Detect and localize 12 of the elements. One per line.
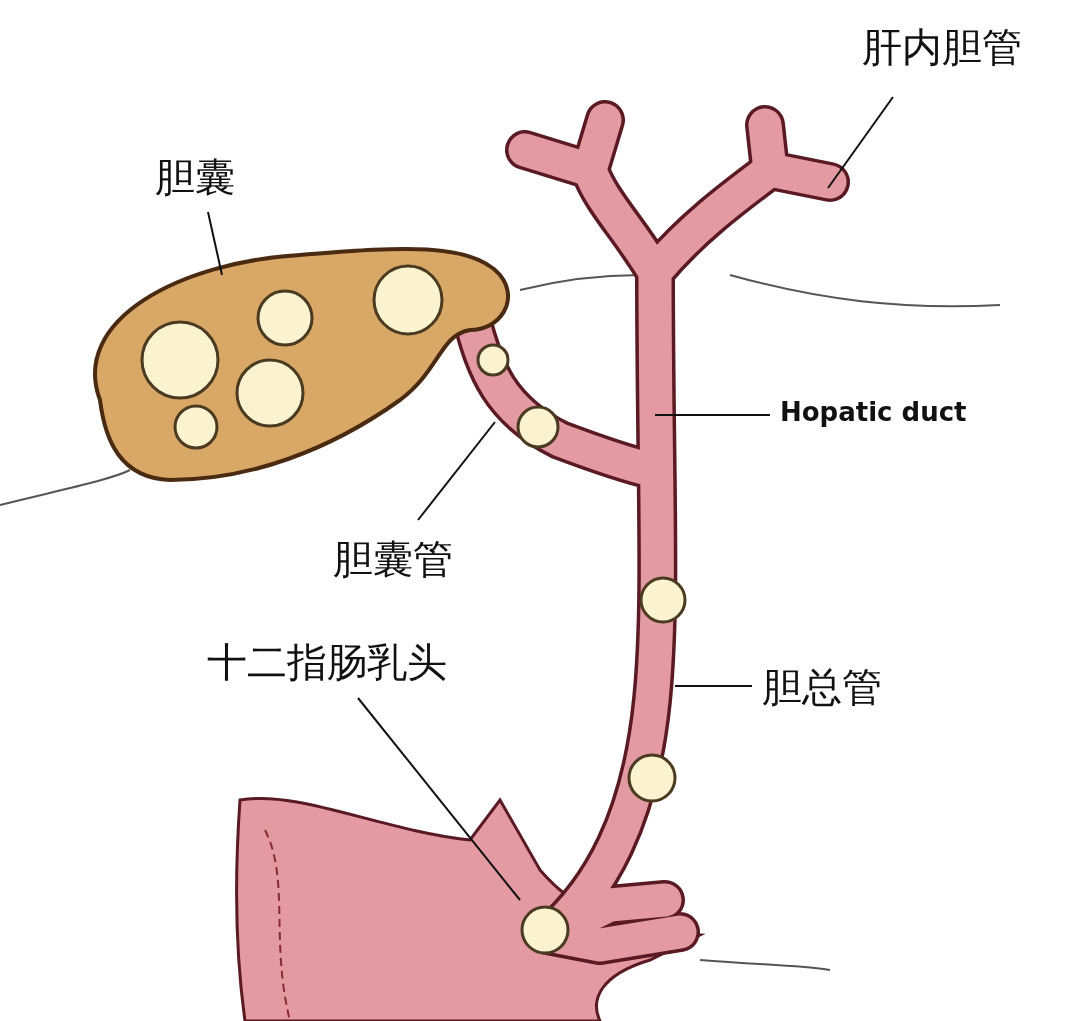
leader-line (417, 421, 496, 521)
anatomy-label: Hopatic duct (780, 398, 967, 427)
anatomy-label: 胆总管 (762, 665, 882, 709)
anatomy-label: 十二指肠乳头 (207, 640, 447, 684)
leader-line (674, 685, 753, 687)
anatomy-label: 胆囊 (155, 155, 235, 199)
leader-line (827, 96, 894, 189)
anatomy-label: 肝内胆管 (862, 25, 1022, 69)
leader-line (207, 211, 223, 276)
anatomy-label: 胆囊管 (333, 537, 453, 581)
leader-line (654, 414, 771, 416)
leader-line (357, 697, 521, 901)
